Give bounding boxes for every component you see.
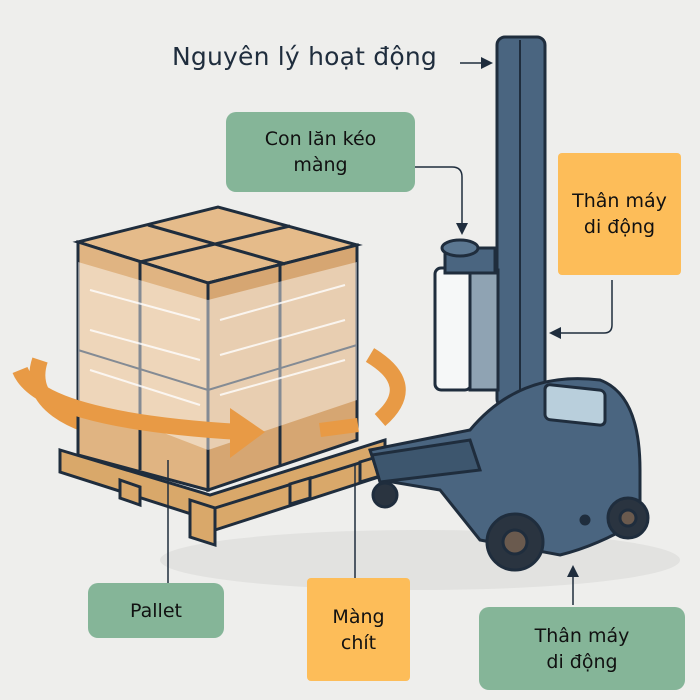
label-pallet: Pallet [88, 583, 224, 638]
rotation-arrow-front [12, 366, 241, 440]
label-film-roller-text: Con lăn kéo màng [264, 128, 377, 176]
label-machine-body-bottom: Thân máy di động [479, 607, 685, 690]
page-title: Nguyên lý hoạt động [172, 42, 437, 71]
label-machine-body-top-text: Thân máy di động [572, 190, 667, 238]
stretch-film [78, 262, 357, 450]
rotation-arrow-right [365, 348, 406, 427]
rotation-arrow-tail [319, 418, 359, 437]
label-machine-body-bottom-text: Thân máy di động [534, 624, 630, 673]
label-machine-body-top: Thân máy di động [558, 153, 681, 275]
label-stretch-film: Màng chít [307, 578, 410, 681]
wrapping-machine [368, 35, 650, 572]
rotation-arrowhead [230, 408, 265, 458]
label-film-roller: Con lăn kéo màng [226, 112, 415, 192]
label-stretch-film-text: Màng chít [332, 605, 385, 654]
label-pallet-text: Pallet [130, 599, 182, 622]
connectors [167, 57, 613, 605]
